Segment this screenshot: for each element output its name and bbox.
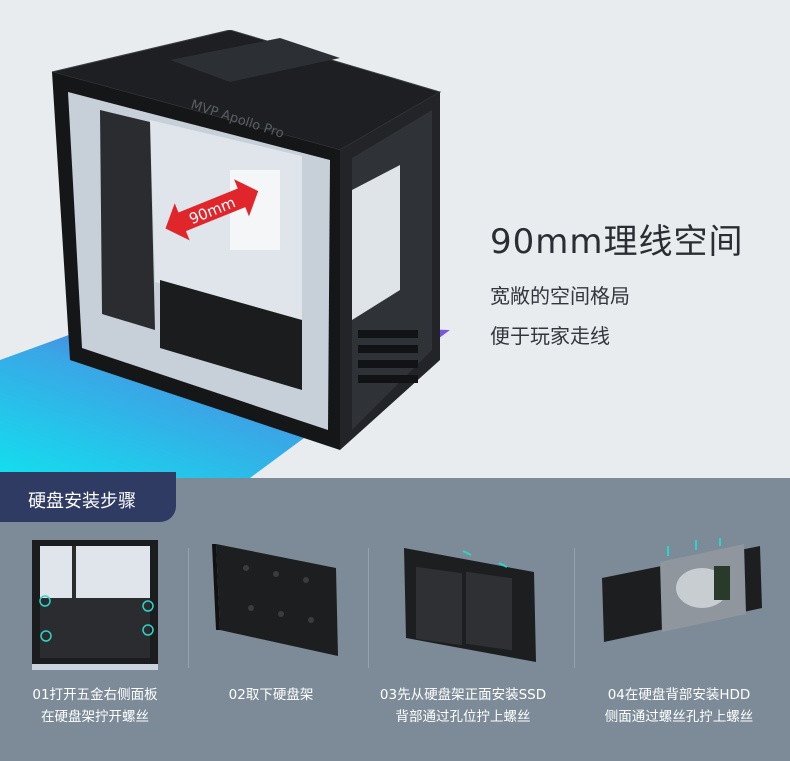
hero-banner: 90mm MVP Apollo Pro 90mm理线空间 宽敞的空间格局 便于玩… — [0, 0, 790, 478]
drive-tray-image — [212, 544, 338, 656]
section-title: 硬盘安装步骤 — [28, 491, 136, 512]
hdd-on-tray-image — [602, 538, 762, 642]
step-1-line-2: 在硬盘架拧开螺丝 — [41, 709, 149, 725]
step-3-line-1: 03先从硬盘架正面安装SSD — [379, 687, 547, 703]
hero-title: 90mm理线空间 — [490, 222, 744, 262]
step-1-caption: 01打开五金右侧面板 在硬盘架拧开螺丝 — [0, 684, 190, 728]
step-2-line-1: 02取下硬盘架 — [228, 687, 314, 703]
step-divider — [368, 548, 369, 668]
step-2-caption: 02取下硬盘架 — [176, 684, 366, 706]
case-side-panel-screws-image — [32, 540, 158, 670]
step-4-line-2: 侧面通过螺丝孔拧上螺丝 — [604, 709, 754, 725]
drive-install-steps: 硬盘安装步骤 01打开五金右侧面板 在硬盘架拧开螺丝 — [0, 472, 790, 761]
step-4-line-1: 04在硬盘背部安装HDD — [607, 687, 751, 703]
step-divider — [574, 548, 575, 668]
step-3-line-2: 背部通过孔位拧上螺丝 — [395, 709, 531, 725]
ssd-on-tray-image — [404, 548, 536, 662]
step-divider — [188, 548, 189, 668]
hero-subtitle-2: 便于玩家走线 — [490, 324, 610, 348]
step-4-caption: 04在硬盘背部安装HDD 侧面通过螺丝孔拧上螺丝 — [584, 684, 774, 728]
step-1-line-1: 01打开五金右侧面板 — [32, 687, 158, 703]
step-3-caption: 03先从硬盘架正面安装SSD 背部通过孔位拧上螺丝 — [368, 684, 558, 728]
hero-subtitle-1: 宽敞的空间格局 — [490, 284, 630, 308]
section-title-tab: 硬盘安装步骤 — [0, 472, 176, 522]
pc-case-illustration: 90mm MVP Apollo Pro — [51, 30, 442, 450]
